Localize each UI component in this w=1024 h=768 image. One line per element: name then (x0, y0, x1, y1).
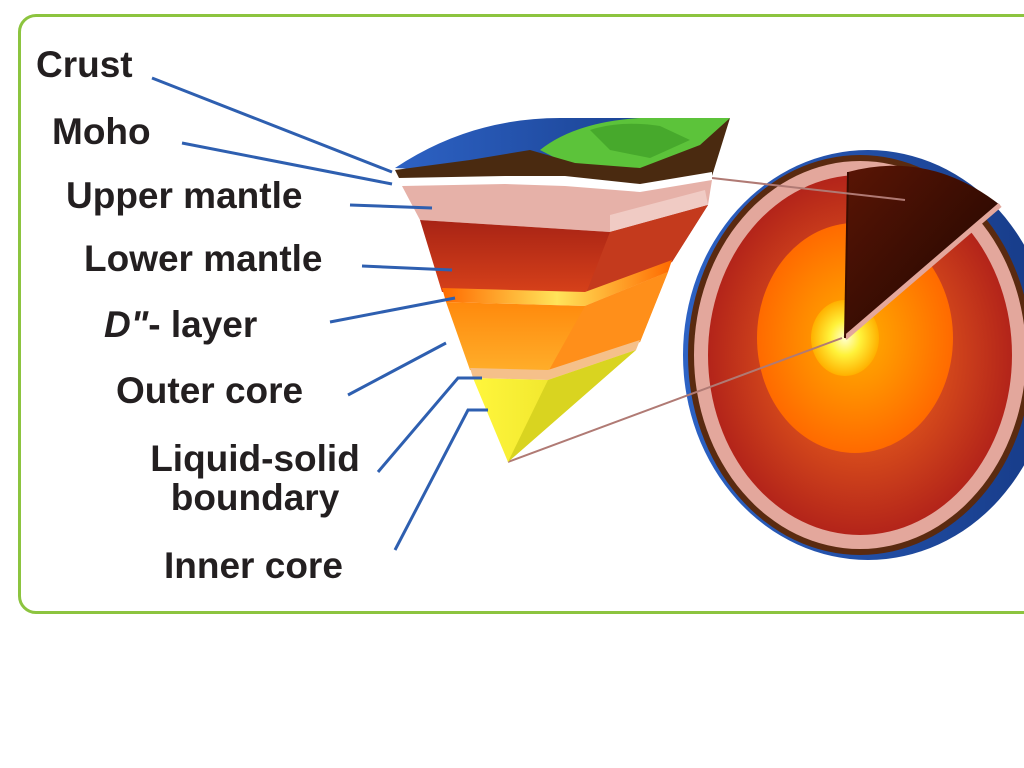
label-liquid-solid-line2: boundary (170, 476, 340, 518)
earth-sphere (683, 150, 1024, 560)
label-lower-mantle: Lower mantle (84, 238, 323, 279)
label-upper-mantle: Upper mantle (66, 175, 303, 216)
label-liquid-solid-boundary: Liquid-solid boundary (137, 438, 373, 518)
d-layer-suffix: - layer (148, 304, 258, 345)
projection-line (507, 337, 843, 463)
label-crust: Crust (36, 44, 133, 85)
projection-line (711, 177, 906, 201)
label-outer-core: Outer core (116, 370, 304, 411)
label-liquid-solid-line1: Liquid-solid (150, 438, 360, 479)
label-moho: Moho (52, 111, 151, 152)
leader-lines (151, 76, 488, 551)
label-d-layer: D"- layer (104, 304, 258, 345)
d-layer-symbol: D" (104, 304, 149, 345)
layer-cone (395, 118, 730, 462)
label-inner-core: Inner core (164, 545, 343, 586)
